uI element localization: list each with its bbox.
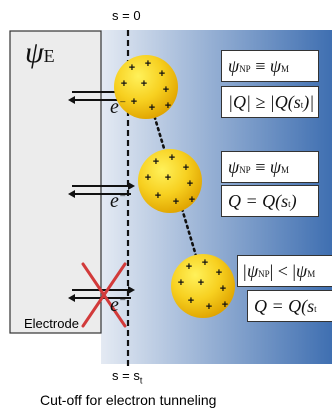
charge-sign: + (216, 267, 222, 279)
electron-charge: − (118, 294, 127, 307)
charge-sign: + (165, 100, 171, 112)
charge-sign: + (220, 283, 226, 295)
state-1-potential: ψNP ≡ ψM (228, 56, 290, 76)
state-box-1-line1: ψNP ≡ ψM (221, 50, 319, 82)
electrode-potential-sub: E (43, 46, 55, 66)
charge-sign: + (129, 62, 135, 74)
charge-sign: + (186, 261, 192, 273)
electrode-potential: ψE (25, 36, 55, 70)
top-label: s = 0 (112, 8, 141, 23)
electron-label-2: e− (110, 190, 126, 213)
electron-label-3: e− (110, 294, 126, 317)
state-2-charge: Q = Q(st) (228, 191, 297, 211)
charge-sign: + (131, 96, 137, 108)
electron-charge: − (118, 190, 127, 203)
electron-symbol: e (110, 96, 119, 118)
charge-sign: + (141, 78, 147, 90)
electron-symbol: e (110, 190, 119, 212)
state-box-1-line2: |Q| ≥ |Q(st)| (221, 86, 319, 118)
charge-sign: + (183, 162, 189, 174)
caption: Cut-off for electron tunneling (40, 392, 217, 408)
charge-sign: + (145, 172, 151, 184)
charge-sign: + (187, 178, 193, 190)
state-3-charge: Q = Q(st (254, 296, 317, 316)
charge-sign: + (206, 301, 212, 313)
particle-charges: +++++++++++++++++++++++++++ (121, 58, 228, 313)
charge-sign: + (222, 299, 228, 311)
state-box-3-line2: Q = Q(st (247, 290, 332, 322)
state-2-potential: ψNP ≡ ψM (228, 157, 290, 177)
state-1-charge: |Q| ≥ |Q(st)| (228, 92, 315, 112)
charge-sign: + (159, 68, 165, 80)
electron-symbol: e (110, 294, 119, 316)
state-box-3-line1: |ψNP| < |ψM (237, 255, 332, 287)
blocked-cross (81, 262, 127, 328)
charge-sign: + (169, 152, 175, 164)
electron-label-1: e− (110, 96, 126, 119)
charge-sign: + (188, 295, 194, 307)
charge-sign: + (202, 257, 208, 269)
charge-sign: + (155, 190, 161, 202)
electrode-label: Electrode (24, 316, 79, 331)
electrode-potential-symbol: ψ (25, 36, 44, 69)
bottom-label: s = st (112, 368, 143, 386)
charge-sign: + (149, 102, 155, 114)
electrode (9, 30, 102, 334)
nanoparticle-1 (114, 55, 178, 119)
electron-arrows-2 (68, 182, 135, 198)
charge-sign: + (121, 78, 127, 90)
charge-sign: + (198, 277, 204, 289)
state-3-potential: |ψNP| < |ψM (242, 261, 316, 281)
nanoparticle-3 (171, 254, 235, 318)
charge-sign: + (173, 196, 179, 208)
charge-sign: + (163, 84, 169, 96)
charge-sign: + (178, 277, 184, 289)
nanoparticle-2 (138, 149, 202, 213)
charge-sign: + (145, 58, 151, 70)
state-box-2-line2: Q = Q(st) (221, 185, 319, 217)
charge-sign: + (189, 194, 195, 206)
state-box-2-line1: ψNP ≡ ψM (221, 151, 319, 183)
charge-sign: + (165, 172, 171, 184)
electron-charge: − (118, 96, 127, 109)
charge-sign: + (153, 156, 159, 168)
